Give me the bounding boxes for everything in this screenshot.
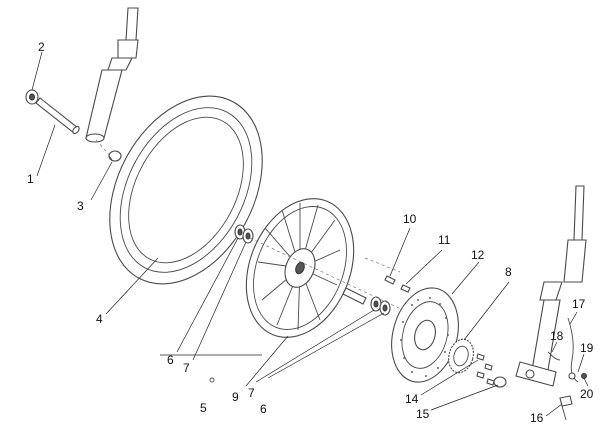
callout-9: 9: [232, 390, 239, 404]
callout-16: 16: [530, 411, 544, 425]
leader-lines: [31, 51, 589, 417]
callout-4: 4: [96, 312, 103, 326]
callout-6b: 6: [260, 402, 267, 416]
brake-disc: [391, 287, 459, 383]
callout-12: 12: [471, 248, 485, 262]
left-fork-leg: [85, 7, 139, 159]
axis-line-upper: [364, 257, 401, 273]
sensor-cable: [547, 317, 587, 383]
callout-2: 2: [38, 40, 45, 54]
axis-line: [249, 237, 421, 319]
callout-5: 5: [200, 401, 207, 415]
callout-6a: 6: [167, 353, 174, 367]
callout-labels: 2 1 3 4 6 7 5 9 7 6 10 11 12 8 14 15 16 …: [27, 40, 594, 425]
bolt-10: [384, 275, 396, 285]
bearing-left: [234, 224, 254, 244]
spacer-15: [493, 376, 507, 388]
spoked-rim: [245, 198, 355, 338]
rim-marker: [209, 377, 215, 383]
callout-18: 18: [550, 329, 564, 343]
pin-11: [400, 284, 411, 293]
callout-19: 19: [580, 341, 594, 355]
callout-14: 14: [405, 392, 419, 406]
right-fork-leg: [515, 185, 587, 387]
callout-7a: 7: [183, 361, 190, 375]
callout-17: 17: [572, 297, 586, 311]
callout-8: 8: [505, 265, 512, 279]
speed-sensor: [559, 395, 573, 421]
axle-spacer: [342, 287, 367, 305]
bearing-right: [370, 296, 391, 316]
callout-11: 11: [438, 233, 451, 247]
callout-7b: 7: [248, 386, 255, 400]
phonic-wheel: [448, 338, 474, 374]
callout-10: 10: [403, 212, 417, 226]
callout-1: 1: [27, 172, 34, 186]
disc-bolts: [476, 353, 495, 386]
callout-3: 3: [77, 199, 84, 213]
callout-20: 20: [580, 387, 594, 401]
callout-15: 15: [416, 407, 430, 421]
spacer-3: [108, 150, 122, 162]
wheel-axle: [35, 97, 80, 135]
